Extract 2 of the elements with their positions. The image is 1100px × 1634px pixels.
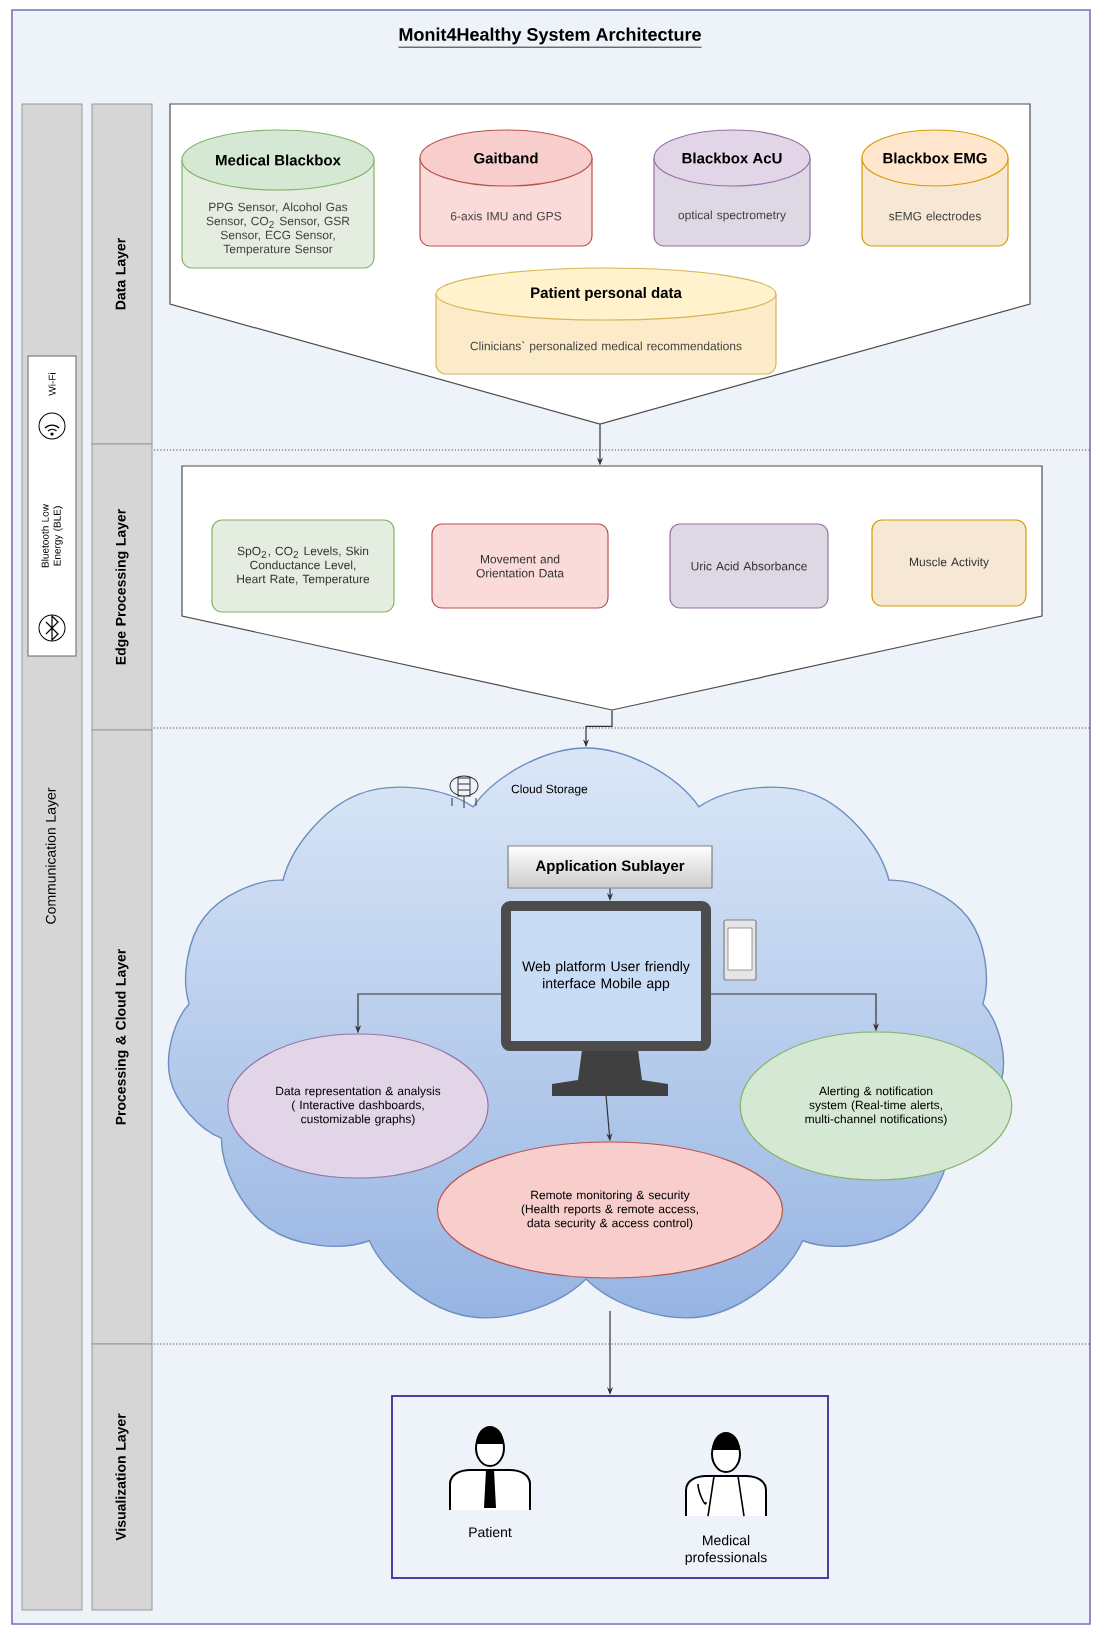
group-frame (391, 1395, 829, 1579)
title: Monit4Healthy System Architecture (398, 27, 702, 48)
